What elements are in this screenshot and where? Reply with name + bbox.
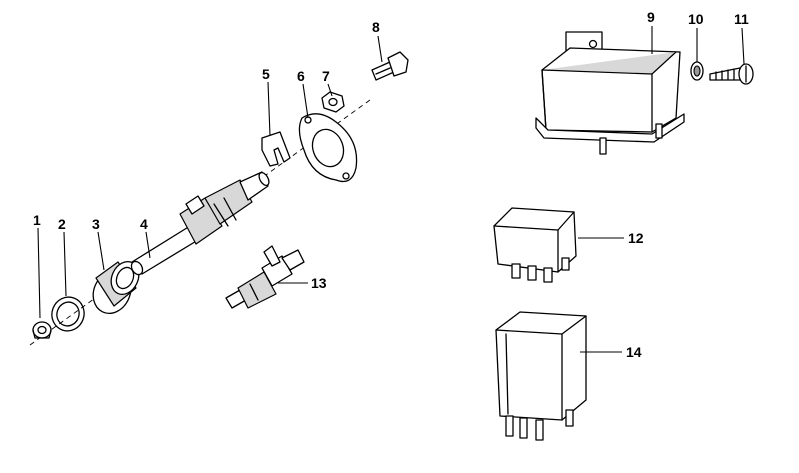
callout-14: 14 bbox=[626, 344, 642, 360]
callout-2: 2 bbox=[58, 216, 66, 232]
callout-labels: 1 2 3 4 5 6 7 8 9 10 11 12 13 14 bbox=[33, 9, 749, 360]
part-6-gasket[interactable] bbox=[298, 113, 358, 183]
callout-1: 1 bbox=[33, 212, 41, 228]
part-1-nut[interactable] bbox=[32, 321, 52, 339]
leader-lines bbox=[37, 26, 745, 353]
part-10-washer[interactable] bbox=[690, 61, 704, 81]
callout-6: 6 bbox=[297, 68, 305, 84]
callout-10: 10 bbox=[688, 11, 704, 27]
part-11-screw[interactable] bbox=[709, 63, 754, 85]
callout-8: 8 bbox=[372, 19, 380, 35]
callout-13: 13 bbox=[311, 275, 327, 291]
callout-11: 11 bbox=[734, 11, 749, 27]
callout-9: 9 bbox=[647, 9, 655, 25]
part-8-bolt[interactable] bbox=[371, 51, 409, 81]
part-13-injector[interactable] bbox=[225, 245, 305, 309]
part-7-nut[interactable] bbox=[321, 91, 345, 113]
callout-12: 12 bbox=[628, 230, 644, 246]
part-5-fork-clip[interactable] bbox=[261, 131, 291, 167]
part-12-relay[interactable] bbox=[493, 207, 577, 283]
part-2-retaining-ring[interactable] bbox=[47, 293, 89, 336]
callout-4: 4 bbox=[140, 216, 148, 232]
part-14-relay[interactable] bbox=[495, 311, 587, 441]
callout-5: 5 bbox=[262, 66, 270, 82]
callout-3: 3 bbox=[92, 216, 100, 232]
part-4-injector[interactable] bbox=[129, 171, 271, 277]
part-9-relay[interactable] bbox=[535, 31, 685, 155]
part-3-sleeve[interactable] bbox=[86, 257, 144, 319]
callout-7: 7 bbox=[322, 68, 330, 84]
